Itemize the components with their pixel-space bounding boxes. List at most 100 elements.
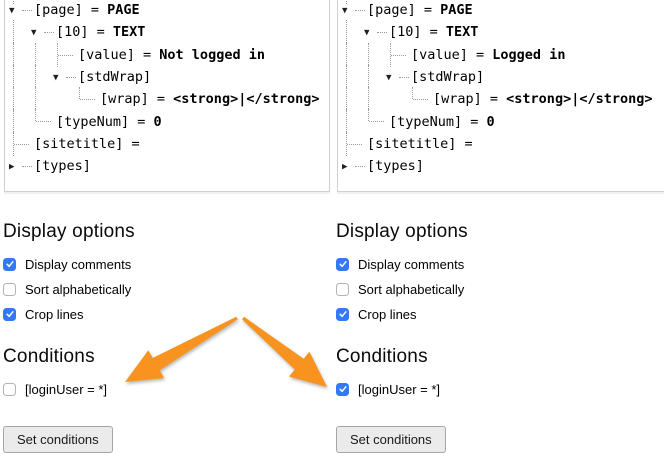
tree-node-label[interactable]: [10] [389,24,422,41]
display-options-heading: Display options [3,221,135,242]
collapse-toggle-icon[interactable]: ▾ [364,25,370,39]
tree-node-row: ▾ [10] = TEXT [7,20,329,45]
tree-node-label[interactable]: [value] [411,46,468,63]
tree-node-label[interactable]: [typeNum] [56,113,130,130]
tree-node-label[interactable]: [typeNum] [389,113,463,130]
tree-node-equals: = [421,24,446,41]
collapse-toggle-icon[interactable]: ▾ [342,3,348,17]
tree-guide-line [7,64,29,90]
tree-root-line [346,0,347,4]
condition-label: [loginUser = *] [25,381,108,397]
tree-node-label[interactable]: [10] [56,24,89,41]
tree-node-value: Not logged in [159,46,265,63]
tree-connector: ▾ [362,21,389,43]
tree-node-row: [value] = Not logged in [7,42,329,68]
display-options-section-left: Display options Display comments Sort al… [3,221,135,332]
tree-connector: ▾ [51,66,78,88]
tree-guide-line [384,88,406,110]
expand-toggle-icon[interactable]: ▸ [9,159,15,173]
tree-node-row: [typeNum] = 0 [7,109,329,135]
tree-node-value: TEXT [112,24,146,41]
condition-row-loginuser: [loginUser = *] [336,382,446,397]
annotation-arrow-right [242,316,327,387]
loginuser-condition-checkbox[interactable] [3,382,16,396]
tree-node-label[interactable]: [types] [34,158,91,175]
collapse-toggle-icon[interactable]: ▾ [53,70,59,84]
display-options-list: Display comments Sort alphabetically Cro… [3,256,135,322]
collapse-toggle-icon[interactable]: ▾ [31,25,37,39]
tree-node-row: [wrap] = <strong>|</strong> [340,87,664,112]
sort-alphabetically-checkbox[interactable] [336,282,349,296]
tree-node-row: ▾ [10] = TEXT [340,20,664,45]
tree-guide-line [29,42,51,68]
tree-connector: ▸ [340,155,367,177]
tree-node-equals: = [456,135,481,152]
tree-node-value: PAGE [107,2,140,19]
option-label: Display comments [25,256,132,272]
display-comments-checkbox[interactable] [3,257,16,271]
tree-node-label[interactable]: [types] [367,158,424,175]
tree-node-equals: = [148,91,174,108]
tree-connector: ▾ [384,66,411,88]
crop-lines-checkbox[interactable] [3,307,16,321]
tree-connector [384,42,411,68]
checkmark-icon [338,311,347,318]
tree-node-row: ▾ [stdWrap] [340,64,664,90]
tree-guide-line [340,42,362,68]
tree-node-label[interactable]: [page] [367,2,416,19]
option-label: Display comments [358,256,465,272]
tree-connector: ▾ [340,0,367,21]
option-row-sort-alphabetically: Sort alphabetically [336,282,468,297]
tree-guide-line [7,109,29,135]
condition-row-loginuser: [loginUser = *] [3,381,113,397]
tree-node-row: [sitetitle] = [7,131,329,157]
tree-guide-line [29,64,51,90]
tree-node-row: ▾ [stdWrap] [7,64,329,90]
tree-node-label[interactable]: [sitetitle] [367,135,457,152]
checkmark-icon [5,311,14,318]
tree-node-value: 0 [486,113,495,130]
option-row-crop-lines: Crop lines [336,307,468,322]
option-row-sort-alphabetically: Sort alphabetically [3,281,135,297]
display-comments-checkbox[interactable] [336,257,349,271]
tree-connector [406,87,433,110]
tree-node-label[interactable]: [value] [78,46,135,63]
typoscript-tree-left: ▾[page] = PAGE▾[10] = TEXT[value] = Not … [7,0,329,177]
tree-guide-line [340,64,362,90]
tree-node-equals: = [88,24,113,41]
collapse-toggle-icon[interactable]: ▾ [386,70,392,84]
tree-node-equals: = [129,113,154,130]
tree-node-label[interactable]: [wrap] [433,91,482,108]
conditions-section-right: Conditions [loginUser = *] Set condition… [336,346,446,453]
crop-lines-checkbox[interactable] [336,307,349,321]
tree-node-label[interactable]: [wrap] [100,91,149,108]
sort-alphabetically-checkbox[interactable] [3,282,16,296]
tree-guide-line [362,42,384,68]
tree-node-label[interactable]: [page] [34,2,83,19]
collapse-toggle-icon[interactable]: ▾ [9,3,15,17]
loginuser-condition-checkbox[interactable] [336,382,349,396]
tree-connector [7,131,34,157]
display-options-heading: Display options [336,221,468,242]
option-label: Sort alphabetically [25,281,132,297]
expand-toggle-icon[interactable]: ▸ [342,159,348,173]
tree-node-label[interactable]: [stdWrap] [411,69,485,86]
tree-connector [362,109,389,132]
set-conditions-button[interactable]: Set conditions [3,426,113,453]
tree-node-row: [value] = Logged in [340,42,664,68]
option-row-crop-lines: Crop lines [3,307,135,322]
checkmark-icon [338,261,347,268]
tree-guide-line [7,87,29,112]
tree-node-equals: = [415,2,441,19]
tree-connector: ▾ [29,21,56,43]
set-conditions-button[interactable]: Set conditions [336,426,446,453]
annotation-arrow-left [125,316,238,382]
tree-node-label[interactable]: [sitetitle] [34,135,124,152]
option-row-display-comments: Display comments [3,256,135,272]
tree-connector [73,87,100,110]
tree-node-row: ▾[page] = PAGE [340,0,664,21]
tree-node-label[interactable]: [stdWrap] [78,69,152,86]
tree-connector [51,42,78,68]
tree-node-value: 0 [153,113,162,130]
tree-node-value: TEXT [445,24,479,41]
